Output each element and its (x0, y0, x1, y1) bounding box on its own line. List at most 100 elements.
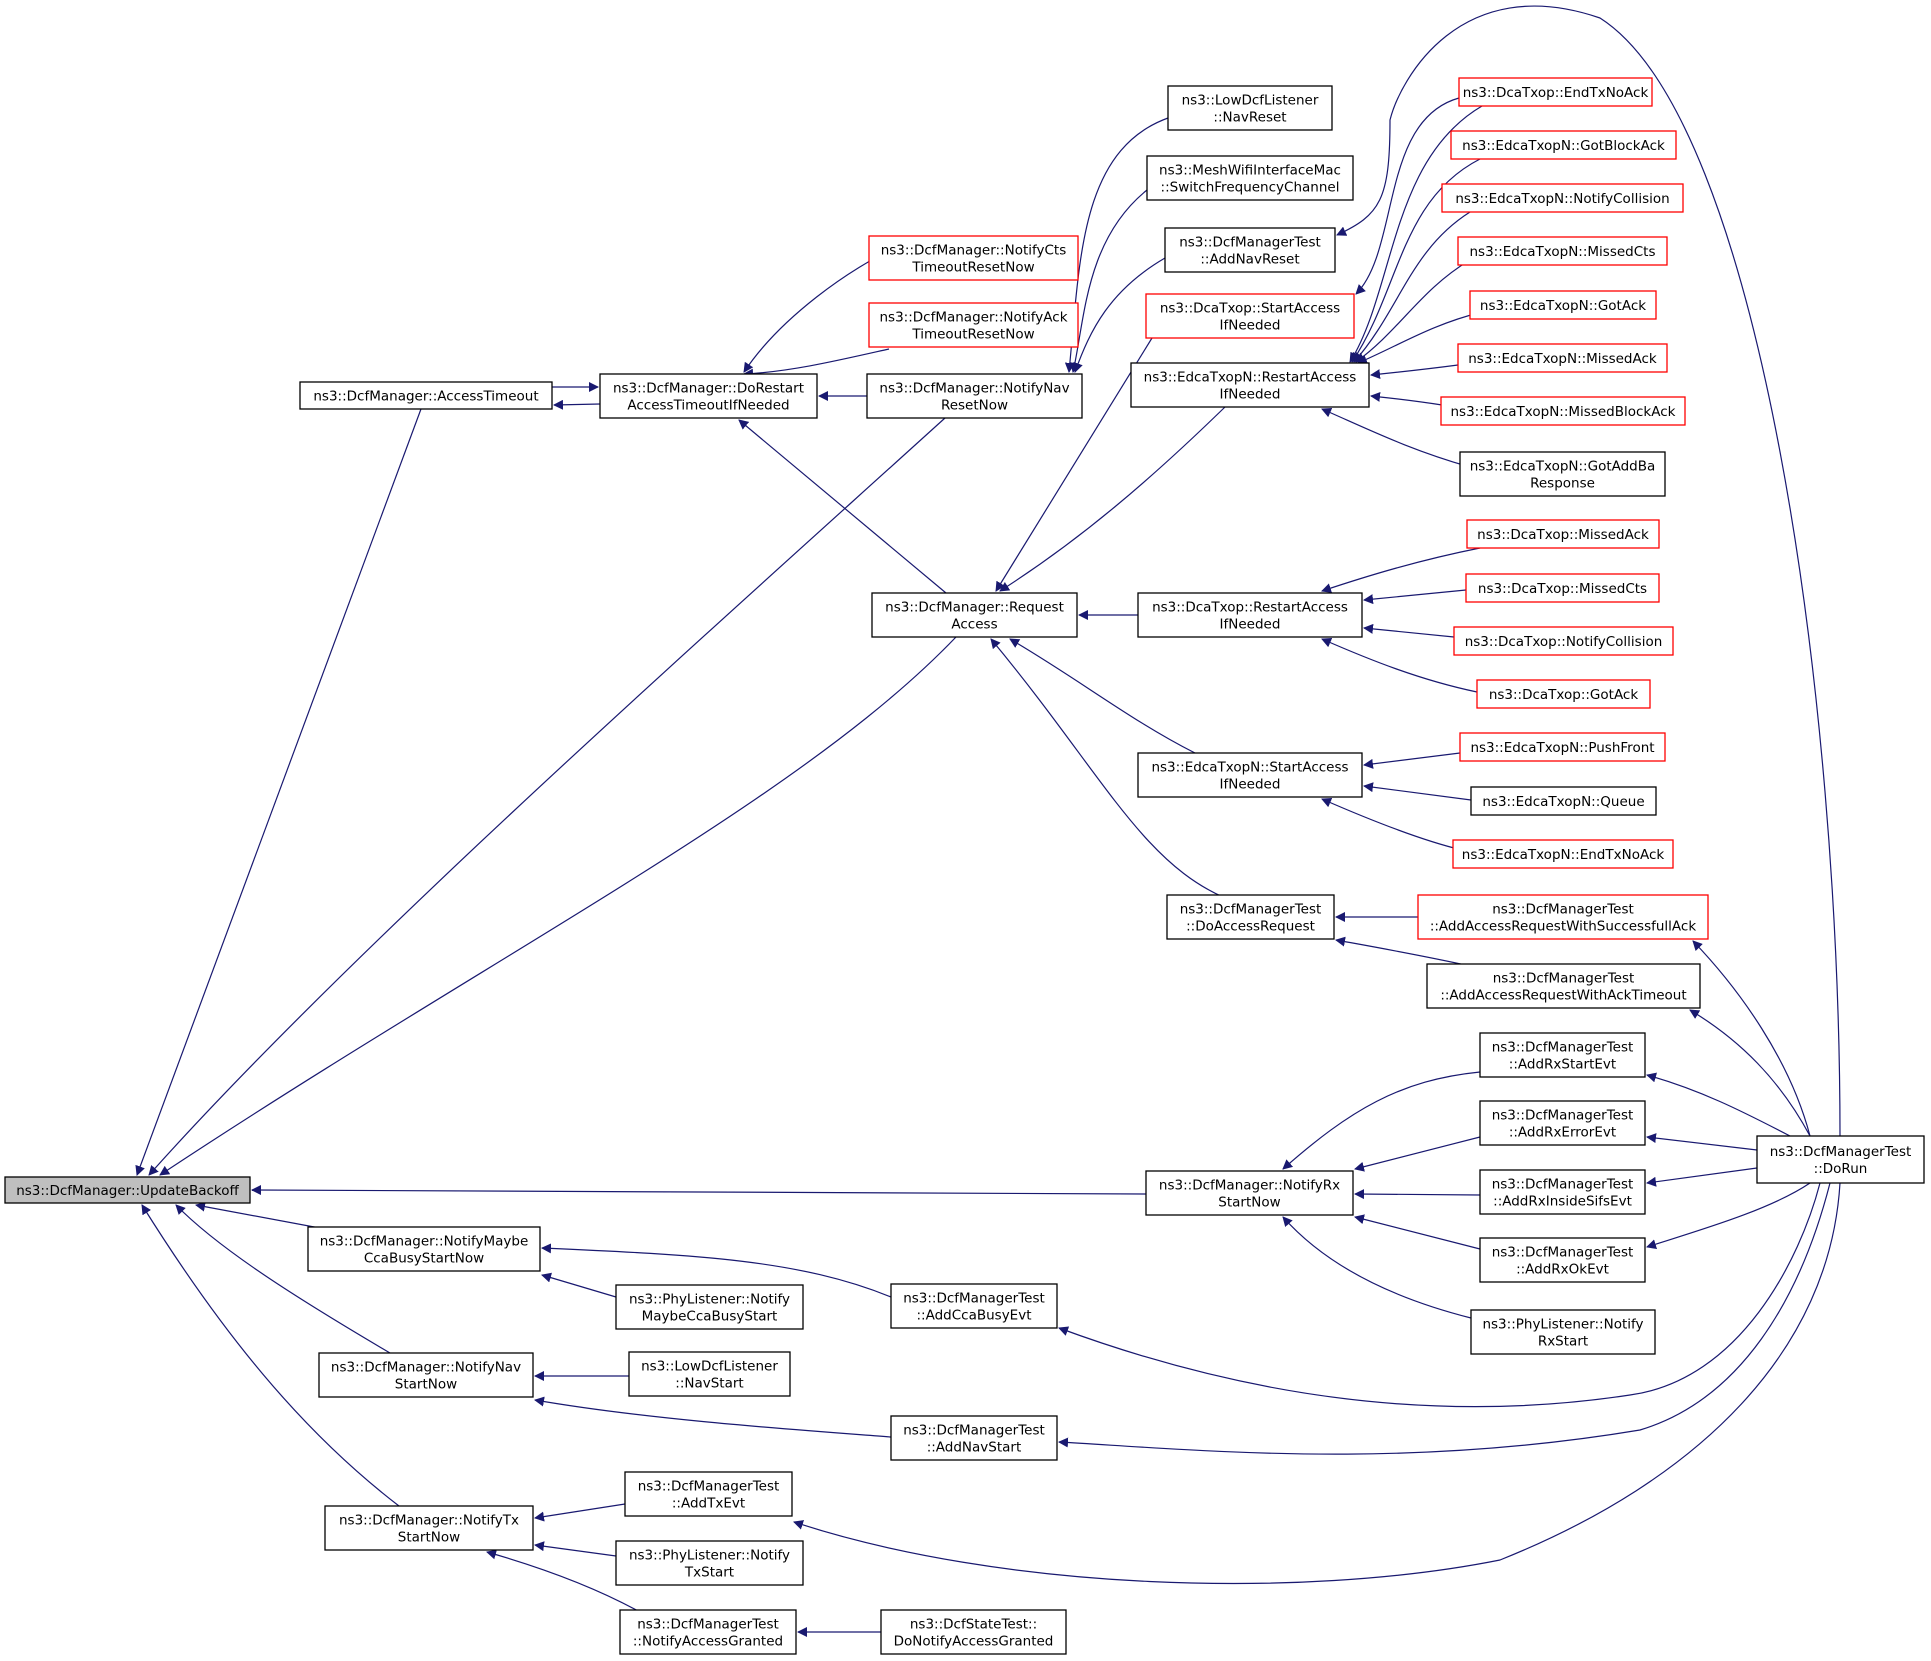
node-box (1465, 573, 1660, 603)
node-edcaMissedCts[interactable]: ns3::EdcaTxopN::MissedCts (1457, 236, 1668, 266)
node-dcaGotAck[interactable]: ns3::DcaTxop::GotAck (1476, 679, 1651, 709)
node-label: ns3::DcfManagerTest (1180, 902, 1322, 918)
node-label: ns3::DcfManager::NotifyAck (879, 310, 1067, 326)
node-label: ns3::DcfManagerTest (1492, 1040, 1634, 1056)
node-notifyMaybeCca[interactable]: ns3::DcfManager::NotifyMaybeCcaBusyStart… (307, 1226, 541, 1272)
node-dcfStateDoNotify[interactable]: ns3::DcfStateTest::DoNotifyAccessGranted (880, 1609, 1067, 1655)
edge-notifyMaybeCca-to-root (195, 1201, 326, 1230)
node-box (599, 373, 818, 419)
node-label: ns3::EdcaTxopN::GotAck (1480, 298, 1646, 314)
node-label: ns3::DcfManagerTest (903, 1291, 1045, 1307)
node-box (1459, 732, 1666, 762)
edge-dcaNotifyCollision-to-dcaRestart (1363, 623, 1455, 638)
edge-requestAccess-to-doRestart (738, 419, 947, 594)
node-doRun[interactable]: ns3::DcfManagerTest::DoRun (1756, 1135, 1925, 1184)
node-dcaNotifyCollision[interactable]: ns3::DcaTxop::NotifyCollision (1453, 626, 1674, 656)
node-addRxStart[interactable]: ns3::DcfManagerTest::AddRxStartEvt (1479, 1032, 1646, 1078)
node-label: ns3::PhyListener::Notify (629, 1292, 790, 1308)
node-addAccessSucc[interactable]: ns3::DcfManagerTest::AddAccessRequestWit… (1417, 894, 1709, 940)
node-edcaGotBlockAck[interactable]: ns3::EdcaTxopN::GotBlockAck (1450, 130, 1677, 160)
edge-doRun-to-addRxError (1646, 1133, 1758, 1151)
node-edcaQueue[interactable]: ns3::EdcaTxopN::Queue (1470, 786, 1657, 816)
node-notifyAck[interactable]: ns3::DcfManager::NotifyAckTimeoutResetNo… (868, 302, 1079, 348)
node-edcaMissedAck[interactable]: ns3::EdcaTxopN::MissedAck (1457, 343, 1668, 373)
node-box (1479, 1237, 1646, 1283)
node-box (1476, 679, 1651, 709)
node-label: ns3::DcfManagerTest (1492, 902, 1634, 918)
node-box (1145, 293, 1355, 339)
edge-addRxOk-to-notifyRxStart (1354, 1214, 1481, 1250)
node-box (619, 1609, 797, 1655)
node-dcaEndTxNoAck[interactable]: ns3::DcaTxop::EndTxNoAck (1458, 77, 1653, 107)
edge-addTxEvt-to-notifyTxStart (534, 1503, 626, 1522)
node-box (1469, 290, 1657, 320)
node-edcaMissedBlockAck[interactable]: ns3::EdcaTxopN::MissedBlockAck (1440, 396, 1686, 426)
edge-addNavStart-to-notifyNavStart (534, 1396, 892, 1438)
edge-accessTimeout-to-root (135, 408, 422, 1176)
node-addCcaBusy[interactable]: ns3::DcfManagerTest::AddCcaBusyEvt (890, 1283, 1058, 1329)
node-addTxEvt[interactable]: ns3::DcfManagerTest::AddTxEvt (624, 1471, 793, 1517)
node-box (1167, 85, 1333, 131)
node-doRestart[interactable]: ns3::DcfManager::DoRestartAccessTimeoutI… (599, 373, 818, 419)
edge-doRun-to-addTxEvt (793, 1182, 1841, 1585)
node-addRxOk[interactable]: ns3::DcfManagerTest::AddRxOkEvt (1479, 1237, 1646, 1283)
node-dcaMissedAck[interactable]: ns3::DcaTxop::MissedAck (1466, 519, 1660, 549)
node-dcaMissedCts[interactable]: ns3::DcaTxop::MissedCts (1465, 573, 1660, 603)
edge-edcaRestart-to-requestAccess (999, 406, 1226, 592)
node-box (1450, 130, 1677, 160)
node-label: ns3::DcfManager::AccessTimeout (313, 389, 538, 405)
node-label: ns3::EdcaTxopN::NotifyCollision (1455, 191, 1669, 207)
node-lowNavStart[interactable]: ns3::LowDcfListener::NavStart (628, 1351, 791, 1397)
node-label: AccessTimeoutIfNeeded (627, 398, 789, 414)
edge-notifyNavStart-to-root (175, 1204, 391, 1354)
edges-layer (135, 5, 1841, 1637)
node-label: TxStart (684, 1565, 734, 1581)
node-edcaPushFront[interactable]: ns3::EdcaTxopN::PushFront (1459, 732, 1666, 762)
node-edcaEndTxNoAck[interactable]: ns3::EdcaTxopN::EndTxNoAck (1452, 839, 1674, 869)
node-meshSwitch[interactable]: ns3::MeshWifiInterfaceMac::SwitchFrequen… (1146, 155, 1354, 201)
node-doAccessRequest[interactable]: ns3::DcfManagerTest::DoAccessRequest (1166, 894, 1335, 940)
nodes-layer: ns3::DcfManager::UpdateBackoffns3::DcfMa… (4, 77, 1925, 1655)
node-lowNavReset[interactable]: ns3::LowDcfListener::NavReset (1167, 85, 1333, 131)
node-box (615, 1540, 804, 1586)
node-box (890, 1415, 1058, 1461)
node-addAccessTimeout[interactable]: ns3::DcfManagerTest::AddAccessRequestWit… (1426, 963, 1701, 1009)
node-addNavStart[interactable]: ns3::DcfManagerTest::AddNavStart (890, 1415, 1058, 1461)
node-box (1479, 1169, 1646, 1215)
node-notifyCts[interactable]: ns3::DcfManager::NotifyCtsTimeoutResetNo… (868, 235, 1079, 281)
node-label: DoNotifyAccessGranted (894, 1634, 1054, 1650)
node-accessTimeout[interactable]: ns3::DcfManager::AccessTimeout (299, 381, 553, 410)
node-phyMaybeCca[interactable]: ns3::PhyListener::NotifyMaybeCcaBusyStar… (615, 1284, 804, 1330)
node-addNavReset[interactable]: ns3::DcfManagerTest::AddNavReset (1164, 227, 1336, 273)
edge-doRun-to-addRxStart (1646, 1072, 1791, 1137)
node-addRxInside[interactable]: ns3::DcfManagerTest::AddRxInsideSifsEvt (1479, 1169, 1646, 1215)
node-box (1130, 362, 1370, 408)
edge-dcaStartAccess-to-requestAccess (995, 337, 1153, 592)
node-edcaGotAck[interactable]: ns3::EdcaTxopN::GotAck (1469, 290, 1657, 320)
node-box (307, 1226, 541, 1272)
node-box (1756, 1135, 1925, 1184)
node-edcaNotifyCollision[interactable]: ns3::EdcaTxopN::NotifyCollision (1441, 183, 1684, 213)
node-addRxError[interactable]: ns3::DcfManagerTest::AddRxErrorEvt (1479, 1100, 1646, 1146)
edge-notifyRxStart-to-root (251, 1185, 1147, 1196)
node-label: TimeoutResetNow (911, 260, 1034, 276)
node-notifyAccessGranted[interactable]: ns3::DcfManagerTest::NotifyAccessGranted (619, 1609, 797, 1655)
node-box (4, 1176, 251, 1204)
edge-edcaQueue-to-edcaStartAccess (1363, 782, 1472, 801)
edge-dcaMissedAck-to-dcaRestart (1321, 547, 1481, 593)
node-box (880, 1609, 1067, 1655)
node-root[interactable]: ns3::DcfManager::UpdateBackoff (4, 1176, 251, 1204)
node-label: ::AddRxStartEvt (1509, 1057, 1616, 1073)
